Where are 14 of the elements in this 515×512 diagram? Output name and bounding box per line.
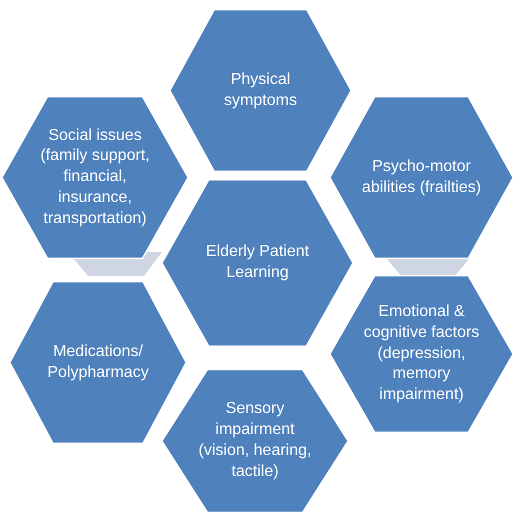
- node-label: Elderly Patient Learning: [204, 242, 310, 283]
- hexagon: [160, 178, 355, 348]
- node-label: Sensory impairment (vision, hearing, tactile): [198, 399, 312, 482]
- hexagon: [160, 368, 350, 512]
- hexagon: [0, 95, 190, 260]
- hexagon: [8, 280, 188, 445]
- node-label: Psycho-motor abilities (frailties): [360, 156, 482, 198]
- node-label: Physical symptoms: [223, 70, 298, 110]
- hexagon: [328, 95, 515, 260]
- node-label: Medications/ Polypharmacy: [46, 342, 150, 382]
- node-label: Emotional & cognitive factors (depression, memory impairment): [362, 302, 480, 406]
- hexagon: [168, 8, 353, 173]
- node-label: Social issues (family support, financial, insurance, transportation): [39, 126, 151, 229]
- hexagon: [328, 274, 515, 434]
